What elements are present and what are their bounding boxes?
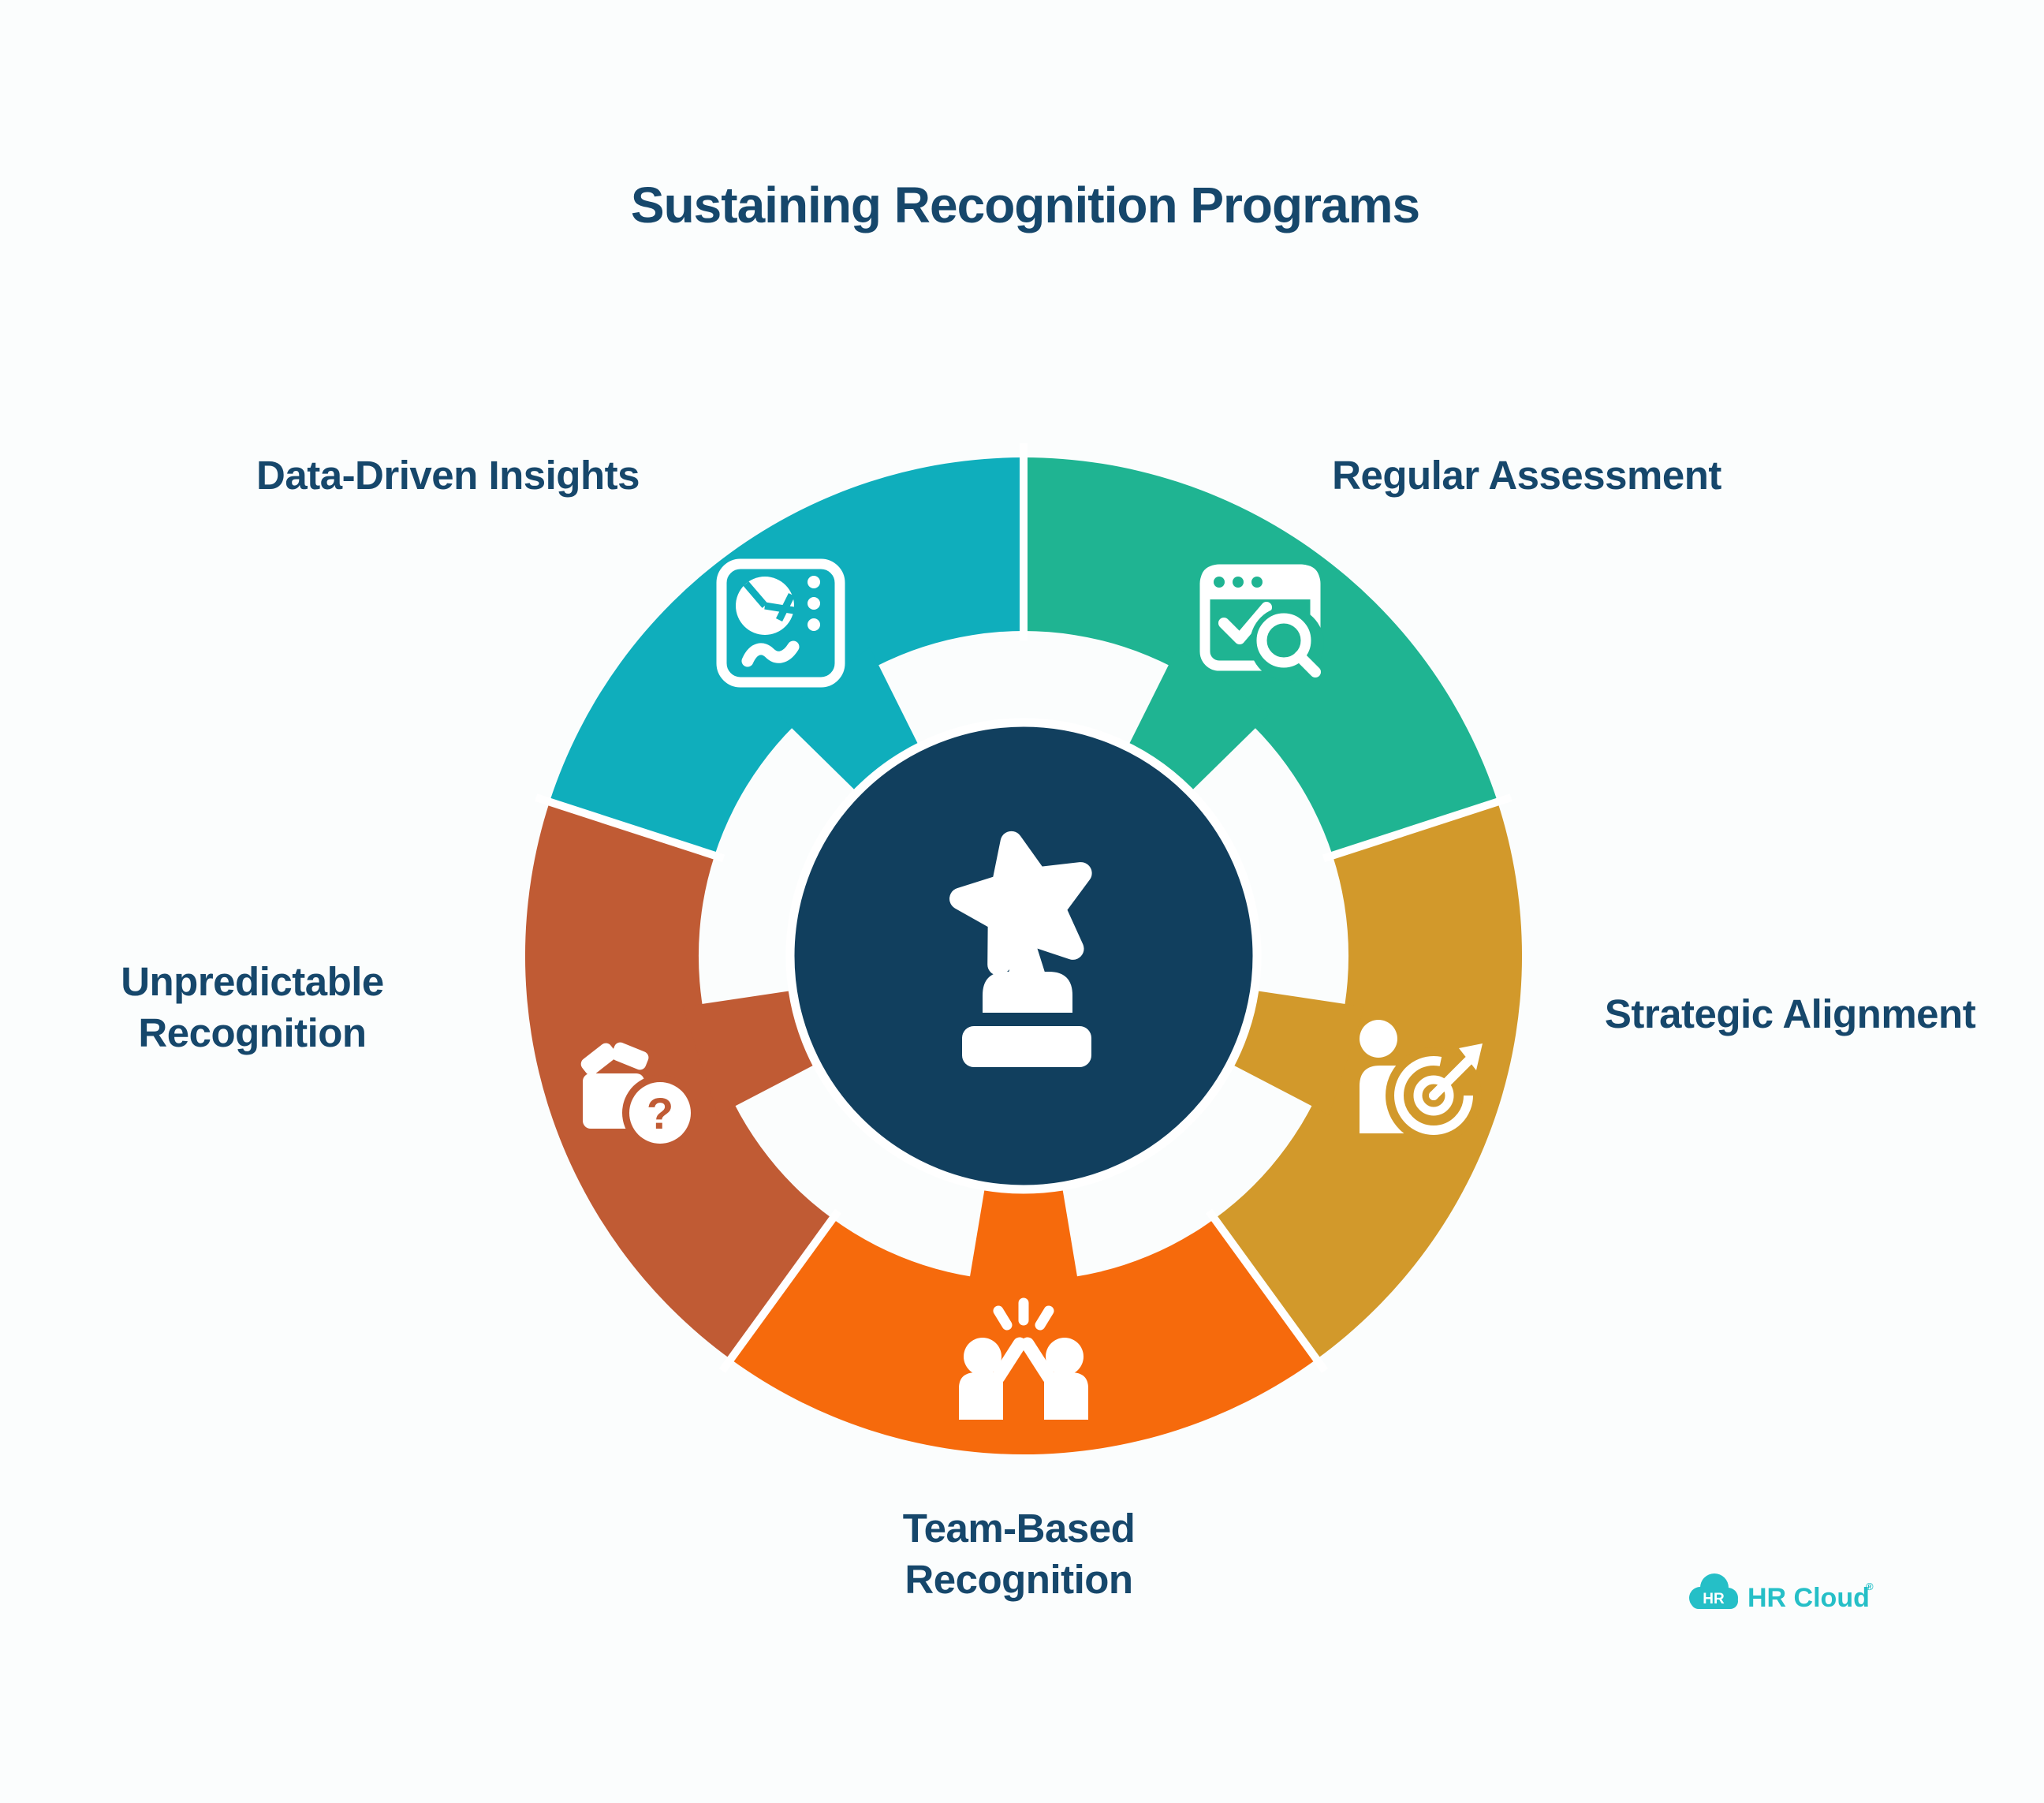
segment-team-based-recognition [730, 1180, 1317, 1455]
gift-question-icon: ? [580, 1042, 698, 1151]
trophy-cap [983, 972, 1072, 1013]
label-unpredictable-recognition: Unpredictable Recognition [121, 959, 384, 1055]
browser-dots [1214, 577, 1263, 588]
segment-spoke [778, 647, 923, 797]
divider-line [718, 1208, 841, 1373]
label-line: Team-Based [903, 1506, 1136, 1551]
trophy-star-icon [949, 831, 1092, 1067]
celebration-rays [993, 1297, 1054, 1331]
person-body [1044, 1372, 1088, 1420]
gift-lid-right [611, 1042, 649, 1070]
dashboard-frame [716, 558, 845, 688]
person-head [1046, 1338, 1084, 1376]
segment-spoke [682, 989, 822, 1115]
divider-line [535, 793, 725, 863]
person-head [964, 1338, 1001, 1376]
diagram-title: Sustaining Recognition Programs [631, 177, 1419, 233]
label-line: Unpredictable [121, 959, 384, 1004]
browser-check-search-icon [1199, 564, 1324, 681]
person-head [1360, 1020, 1397, 1058]
dashboard-dots [808, 576, 820, 631]
trend-line-shape [741, 640, 800, 667]
segment-dividers [535, 443, 1512, 1373]
logo-name-text: HR Cloud [1747, 1583, 1870, 1613]
pie-slice-line [775, 592, 796, 622]
segment-spoke [1125, 647, 1270, 797]
dart-fletching [1459, 1043, 1483, 1070]
logo-registered-mark: ® [1866, 1581, 1874, 1592]
person-body [959, 1372, 1003, 1420]
magnifier-handle [1294, 651, 1321, 678]
label-data-driven-insights: Data-Driven Insights [256, 453, 640, 498]
segment-spoke [966, 1180, 1081, 1296]
trophy-base [962, 1026, 1091, 1067]
logo-badge-text: HR [1703, 1591, 1725, 1607]
pie-slice-line [764, 602, 795, 614]
label-team-based-recognition: Team-Based Recognition [903, 1506, 1136, 1602]
label-line: Recognition [905, 1557, 1132, 1602]
segment-spoke [1225, 989, 1365, 1115]
label-regular-assessment: Regular Assessment [1332, 453, 1721, 498]
person-target-icon [1360, 1020, 1483, 1144]
trophy-neck [1008, 945, 1046, 975]
divider-line [1322, 793, 1512, 863]
target-outer-ring [1394, 1056, 1473, 1135]
magnifier-glass [1256, 613, 1311, 668]
dart-shaft [1429, 1056, 1473, 1100]
question-disc [629, 1082, 691, 1144]
question-mark: ? [647, 1088, 673, 1138]
pie-slice-line [743, 581, 768, 608]
label-strategic-alignment: Strategic Alignment [1605, 991, 1976, 1036]
recognition-wheel: ? [524, 443, 1523, 1455]
gift-lid-left [580, 1043, 617, 1076]
cloud-icon [1689, 1573, 1738, 1609]
check-mark [1218, 602, 1272, 644]
dashboard-chart-icon [716, 558, 845, 688]
hr-cloud-logo: HR HR Cloud ® [1689, 1573, 1874, 1613]
label-line: Recognition [138, 1010, 366, 1055]
raised-arm [1020, 1337, 1056, 1384]
divider-line [1206, 1208, 1329, 1373]
target-inner-ring [1413, 1075, 1454, 1116]
trophy-star-shape [949, 831, 1092, 976]
segment-arc [730, 1219, 1317, 1455]
high-five-icon [959, 1297, 1088, 1420]
raised-arm [991, 1337, 1027, 1384]
